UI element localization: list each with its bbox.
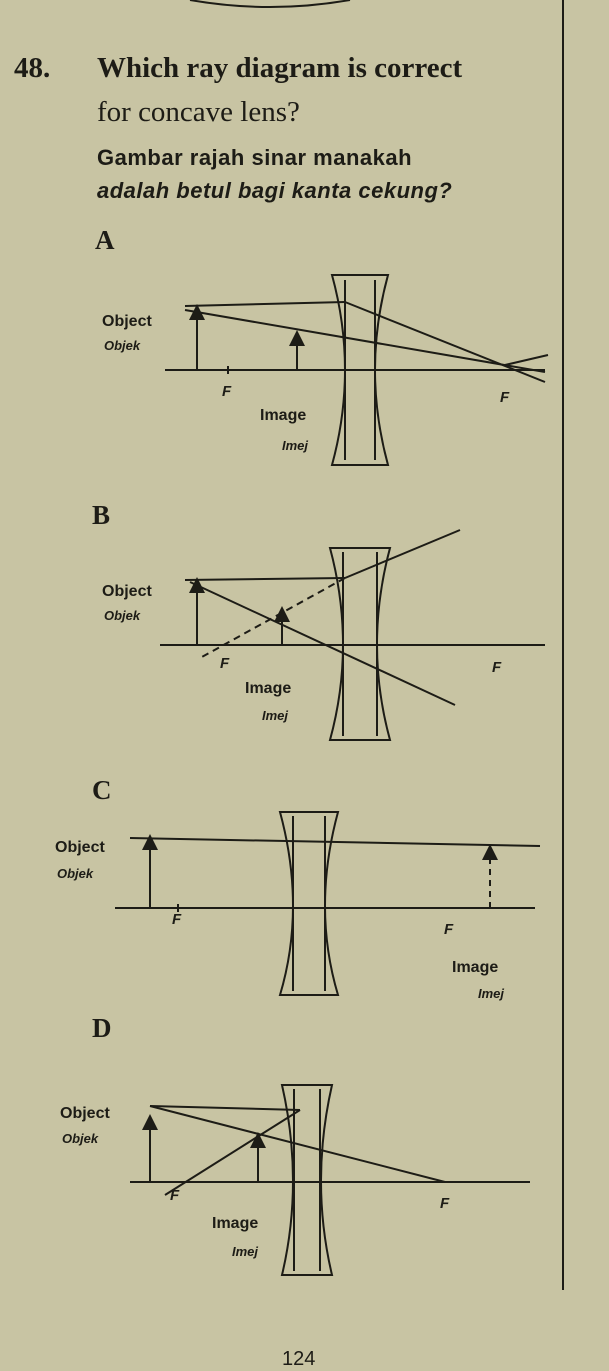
option-d-label[interactable]: D — [92, 1013, 112, 1043]
image-label: Image — [260, 407, 306, 424]
object-label: Object — [102, 313, 152, 330]
object-label: Object — [102, 583, 152, 600]
diagram-a — [165, 274, 549, 466]
imej-label: Imej — [262, 708, 288, 723]
page-number: 124 — [282, 1348, 316, 1370]
object-label: Object — [60, 1105, 110, 1122]
image-label: Image — [245, 680, 291, 697]
focus-right: F — [440, 1195, 450, 1212]
concave-lens — [278, 811, 340, 996]
question-number: 48. — [14, 52, 51, 84]
question-text-ms-1: Gambar rajah sinar manakah — [97, 145, 413, 170]
objek-label: Objek — [57, 866, 94, 881]
concave-lens — [280, 1084, 334, 1276]
diagram-d — [130, 1084, 530, 1276]
image-label: Image — [212, 1215, 258, 1232]
question-text-ms-2: adalah betul bagi kanta cekung? — [97, 178, 453, 203]
option-b-label[interactable]: B — [92, 500, 111, 530]
imej-label: Imej — [478, 986, 504, 1001]
focus-left: F — [170, 1187, 180, 1204]
diagram-c — [115, 811, 541, 996]
imej-label: Imej — [232, 1244, 258, 1259]
option-a-label[interactable]: A — [95, 225, 115, 255]
imej-label: Imej — [282, 438, 308, 453]
focus-left: F — [222, 383, 232, 400]
objek-label: Objek — [104, 608, 141, 623]
top-mark — [189, 0, 351, 8]
focus-left: F — [172, 911, 182, 928]
object-label: Object — [55, 839, 105, 856]
objek-label: Objek — [104, 338, 141, 353]
option-c-label[interactable]: C — [92, 775, 112, 805]
concave-lens — [330, 274, 390, 466]
focus-right: F — [492, 659, 502, 676]
focus-right: F — [444, 921, 454, 938]
diagram-b — [160, 529, 545, 741]
concave-lens — [328, 547, 392, 741]
objek-label: Objek — [62, 1131, 99, 1146]
image-label: Image — [452, 959, 498, 976]
question-text-en-2: for concave lens? — [97, 96, 300, 128]
focus-left: F — [220, 655, 230, 672]
question-text-en-1: Which ray diagram is correct — [97, 52, 463, 84]
focus-right: F — [500, 389, 510, 406]
